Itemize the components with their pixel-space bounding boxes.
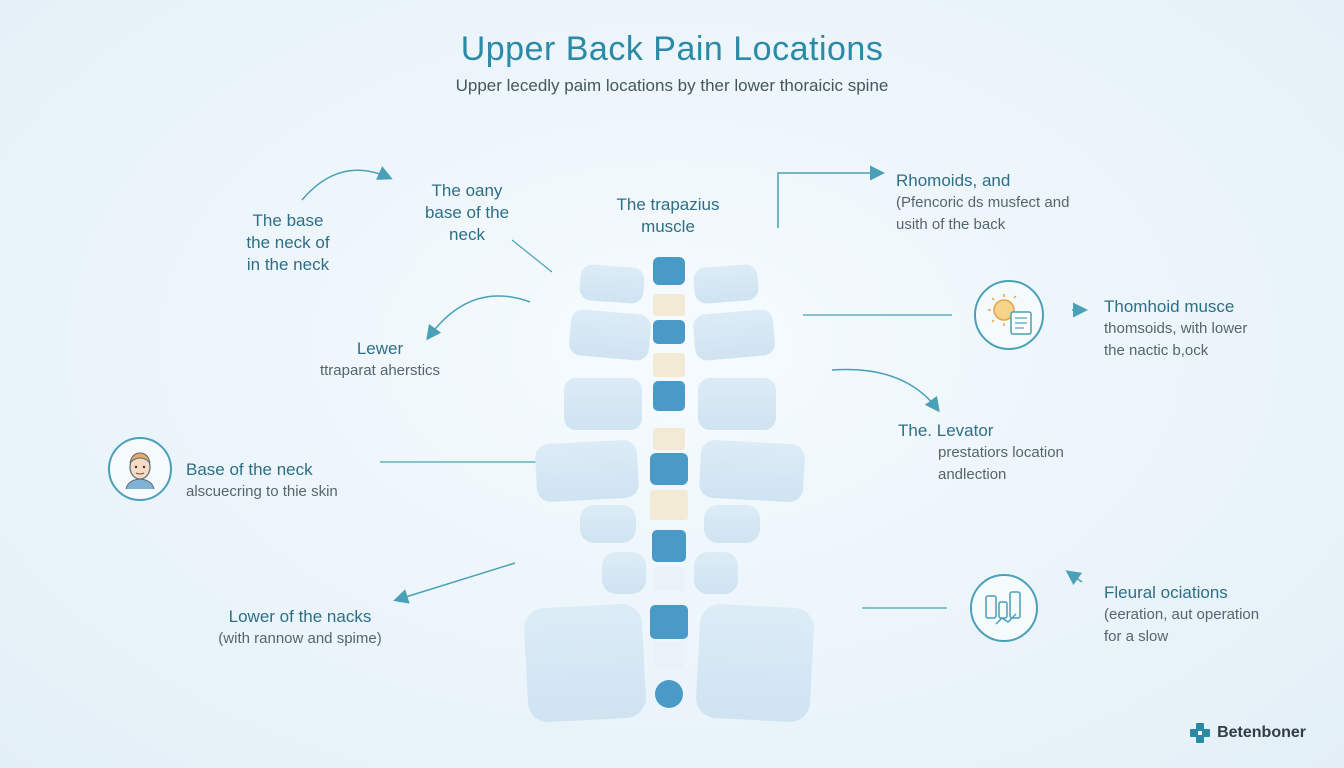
arrow-connector — [301, 166, 393, 201]
arrow-connector — [1065, 570, 1083, 586]
label-oany: The oany base of the neck — [424, 181, 510, 244]
arrow-connector — [831, 368, 940, 413]
label-base-neck-top: The base the neck of in the neck — [246, 211, 330, 274]
brand-logo: Betenboner — [1189, 722, 1306, 744]
brand-name: Betenboner — [1217, 724, 1306, 741]
label-fleural: Fleural ociations (eeration, aut operati… — [1104, 583, 1260, 645]
label-rhomoids: Rhomoids, and (Pfencoric ds musfect and … — [896, 171, 1070, 233]
label-thomhoid: Thomhoid musce thomsoids, with lower the… — [1104, 297, 1248, 359]
spine-discs — [650, 257, 688, 708]
face-icon — [108, 437, 172, 501]
label-trapezius: The trapazius muscle — [616, 195, 720, 236]
label-levator: The. Levator prestatiors location andlec… — [898, 421, 1064, 483]
arrow-connector — [393, 562, 516, 604]
arrow-connector — [511, 239, 553, 273]
brand-cross-icon — [1190, 723, 1211, 743]
arrow-connector — [426, 295, 531, 341]
label-lewer: Lewer ttraparat aherstics — [319, 339, 441, 379]
label-base-neck-mid: Base of the neck alscuecring to thie ski… — [186, 460, 338, 500]
page-title: Upper Back Pain Locations — [460, 30, 884, 68]
label-lower-nacks: Lower of the nacks (with rannow and spim… — [218, 607, 382, 647]
sun-document-icon — [974, 280, 1044, 350]
page-subtitle: Upper lecedly paim locations by ther low… — [455, 76, 889, 95]
arrow-connector — [777, 165, 885, 228]
chart-icon — [970, 574, 1038, 642]
vertebrae — [524, 264, 814, 722]
